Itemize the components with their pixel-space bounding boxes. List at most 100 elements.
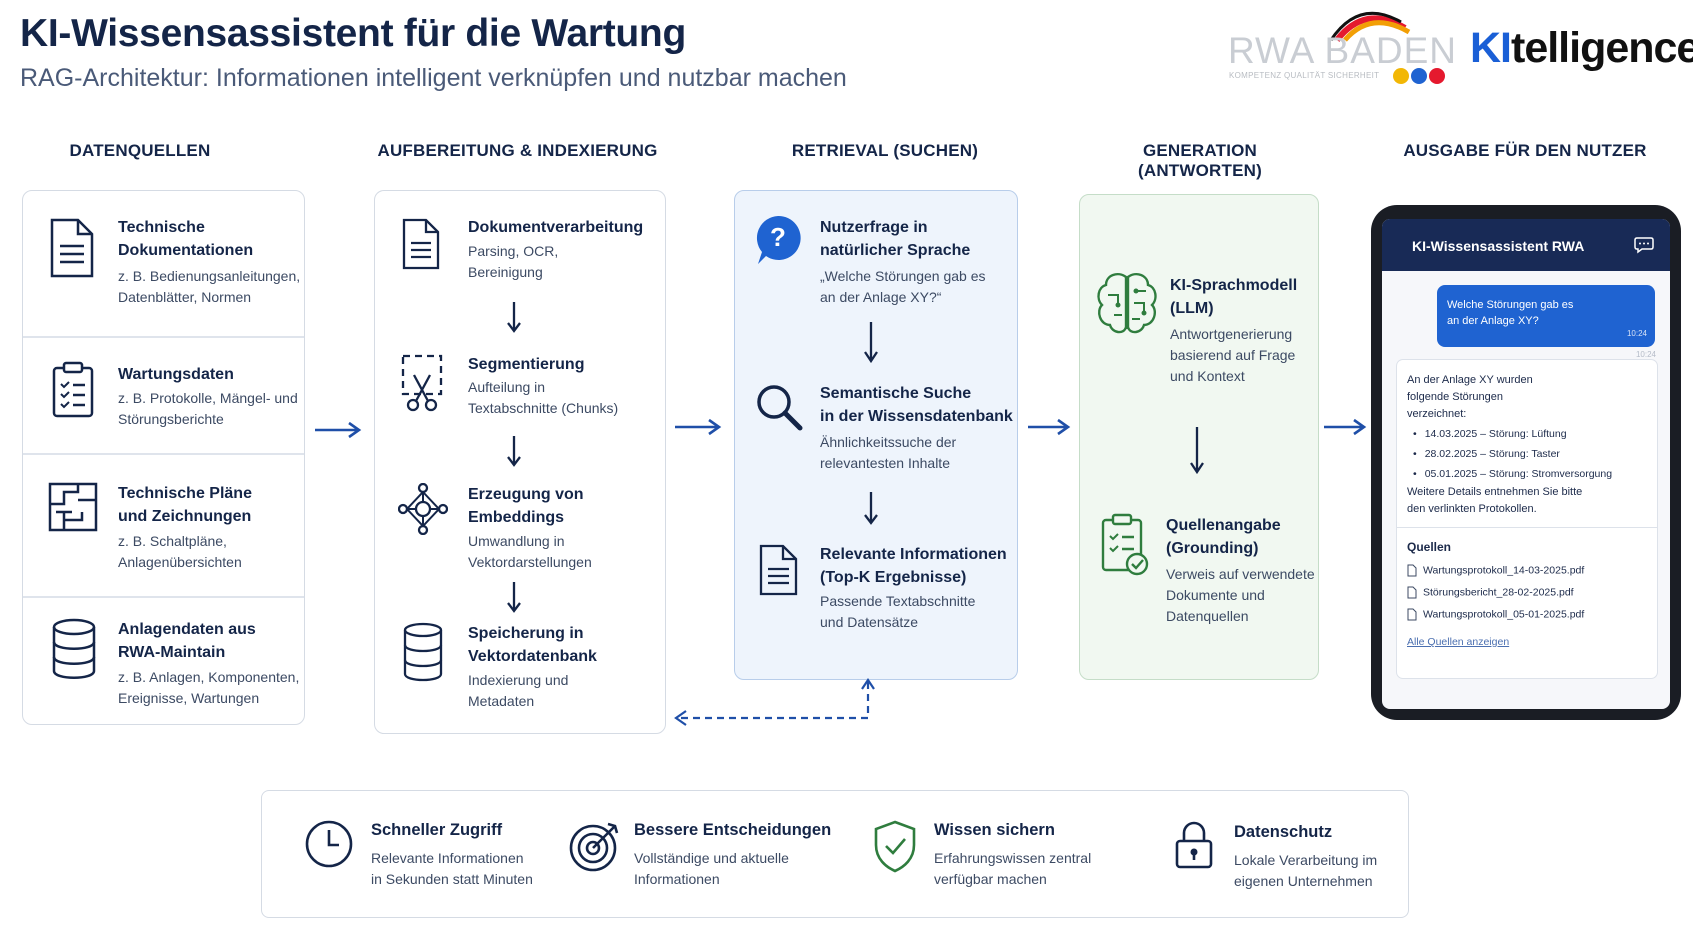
question-timestamp: 10:24 [1626,329,1647,338]
document-icon [402,218,440,270]
step-title: Dokumentverarbeitung [468,219,644,236]
floor-plan-icon [48,482,98,532]
benefit-title: Datenschutz [1234,823,1333,841]
arrow-down-icon [864,322,878,364]
incident-list: 14.03.2025 – Störung: Lüftung 28.02.2025… [1413,424,1612,484]
target-icon [569,822,619,872]
rwa-baden-logo: RWA BADEN KOMPETENZ QUALITÄT SICHERHEIT [1225,6,1465,88]
question-bubble-icon: ? [756,215,801,264]
benefit-title: Bessere Entscheidungen [634,821,832,839]
lock-icon [1175,821,1213,869]
page-title: KI-Wissensassistent für die Wartung [20,12,686,55]
rwa-badges-icon [1393,68,1445,84]
retrieval-title: Relevante Informationen(Top-K Ergebnisse… [820,546,1007,586]
source-desc: z. B. Bedienungsanleitungen,Datenblätter… [118,268,301,305]
generation-title: KI-Sprachmodell(LLM) [1170,277,1298,317]
column-header-output: AUSGABE FÜR DEN NUTZER [1403,141,1647,160]
question-line: Welche Störungen gab es [1447,299,1574,311]
sources-heading: Quellen [1407,540,1452,554]
column-header-sources: DATENQUELLEN [69,141,211,160]
arrow-down-icon [507,436,521,467]
logo-ki-suffix: telligence [1511,24,1693,72]
arrow-right-icon [1028,418,1071,436]
assistant-app-bar: KI-Wissensassistent RWA [1382,219,1670,271]
chat-icon[interactable] [1634,236,1654,254]
source-file-link[interactable]: Wartungsprotokoll_05-01-2025.pdf [1407,608,1584,621]
arrow-down-icon [864,492,878,525]
divider [23,453,304,455]
column-header-processing: AUFBEREITUNG & INDEXIERUNG [377,141,658,160]
arrow-down-icon [1190,427,1204,475]
question-line: an der Anlage XY? [1447,315,1539,327]
source-title: Wartungsdaten [118,366,234,383]
list-item: 05.01.2025 – Störung: Stromversorgung [1413,464,1612,484]
file-icon [1407,586,1417,599]
arrow-down-icon [507,302,521,333]
tablet-device: KI-Wissensassistent RWA Welche Störungen… [1371,205,1681,720]
arrow-right-icon [315,421,362,439]
generation-title: Quellenangabe(Grounding) [1166,517,1281,557]
source-desc: z. B. Schaltpläne,Anlagenübersichten [118,533,242,570]
list-item: 14.03.2025 – Störung: Lüftung [1413,424,1612,444]
retrieval-panel [734,190,1018,680]
network-nodes-icon [398,483,448,535]
step-title: Segmentierung [468,356,585,373]
show-all-sources-link[interactable]: Alle Quellen anzeigen [1407,636,1510,648]
step-desc: Parsing, OCR,Bereinigung [468,243,559,280]
page-subtitle: RAG-Architektur: Informationen intellige… [20,64,847,92]
clock-icon [305,820,353,868]
database-icon [52,618,96,679]
clipboard-check-icon [1101,513,1149,576]
clipboard-icon [52,361,94,418]
file-icon [1407,608,1417,621]
divider [23,336,304,338]
list-item: 28.02.2025 – Störung: Taster [1413,444,1612,464]
assistant-app-title: KI-Wissensassistent RWA [1412,238,1585,254]
benefit-title: Schneller Zugriff [371,821,503,839]
logo-ki-prefix: KI [1470,24,1512,72]
user-question-bubble: Welche Störungen gab es an der Anlage XY… [1437,285,1655,347]
tablet-screen: KI-Wissensassistent RWA Welche Störungen… [1382,219,1670,709]
shield-check-icon [874,820,916,873]
source-file-link[interactable]: Wartungsprotokoll_14-03-2025.pdf [1407,564,1584,577]
benefits-bar: Schneller Zugriff Relevante Informatione… [261,790,1409,918]
document-icon [50,218,94,278]
file-icon [1407,564,1417,577]
source-desc: z. B. Anlagen, Komponenten,Ereignisse, W… [118,669,300,706]
column-header-retrieval: RETRIEVAL (SUCHEN) [791,141,979,160]
rwa-tagline: KOMPETENZ QUALITÄT SICHERHEIT [1229,71,1380,80]
sources-panel [22,190,305,725]
arrow-right-icon [675,418,722,436]
rwa-arc-icon [1329,11,1411,42]
source-file-link[interactable]: Störungsbericht_28-02-2025.pdf [1407,586,1574,599]
reply-timestamp: 10:24 [1635,350,1656,359]
column-header-generation: GENERATION (ANTWORTEN) [1137,141,1262,180]
rwa-name: RWA BADEN [1228,30,1457,71]
arrow-right-icon [1324,418,1367,436]
feedback-dashed-arrow-icon [674,678,875,726]
document-icon [759,544,798,596]
kitelligence-logo: KItelligence [1470,24,1693,73]
